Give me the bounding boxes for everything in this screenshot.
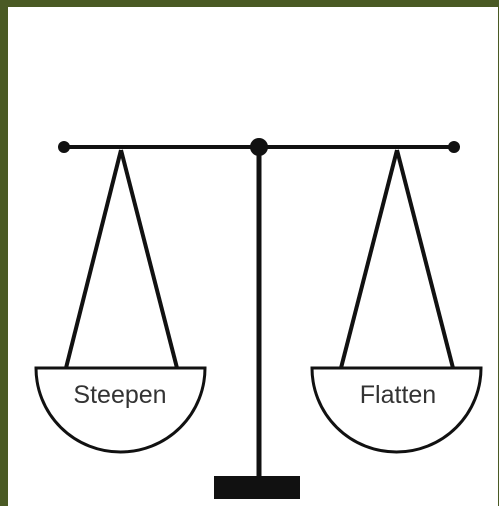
beam-left-end bbox=[58, 141, 70, 153]
beam-right-end bbox=[448, 141, 460, 153]
scale-base bbox=[214, 476, 300, 499]
left-pan-hanger bbox=[66, 150, 177, 368]
right-pan-label: Flatten bbox=[360, 381, 436, 409]
beam-pivot bbox=[250, 138, 268, 156]
right-pan-hanger bbox=[341, 150, 453, 368]
left-pan-label: Steepen bbox=[73, 381, 166, 409]
